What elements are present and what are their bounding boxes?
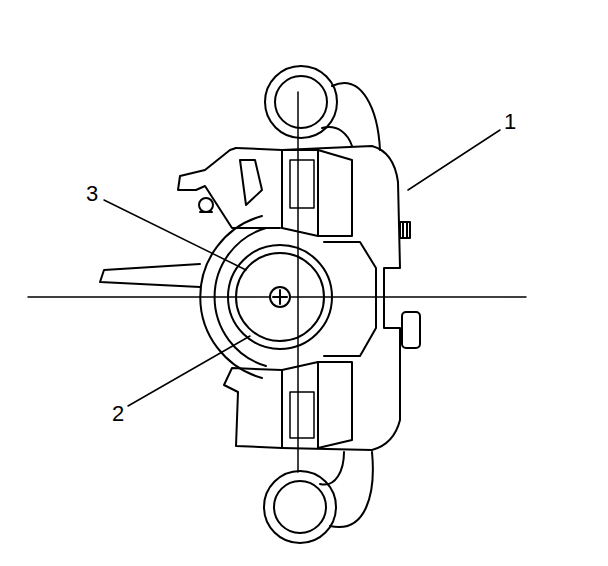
callout-number: 1 (504, 111, 516, 133)
callout-number: 2 (112, 403, 124, 425)
callout-number: 3 (86, 183, 98, 205)
